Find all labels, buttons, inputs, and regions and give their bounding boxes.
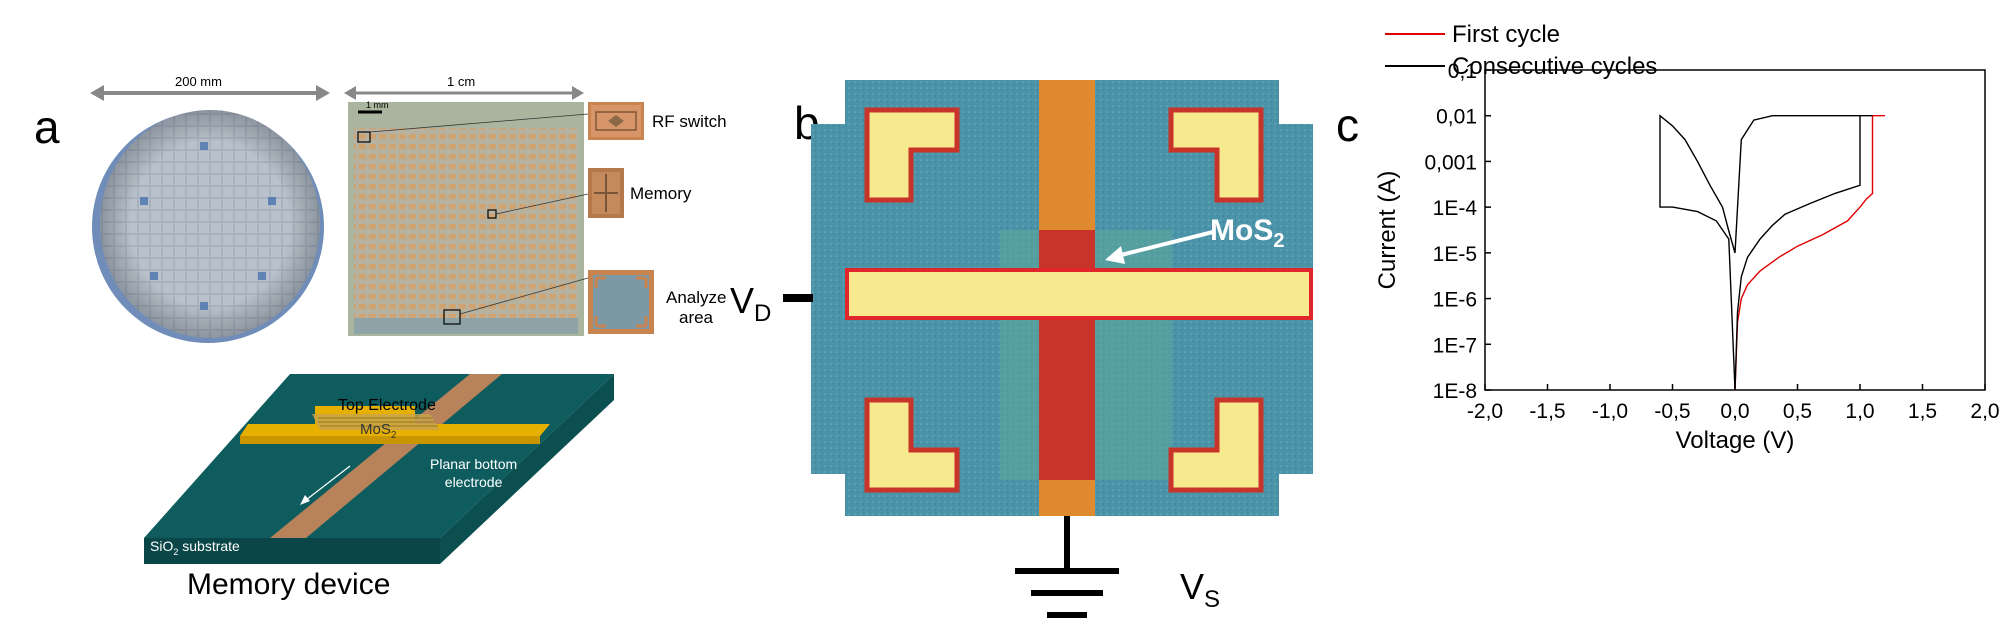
x-tick-label: -1,0 [1592,400,1628,423]
die-dimension-arrow [344,86,584,100]
memory-device-schematic [144,374,614,564]
y-tick-label: 1E-5 [1433,243,1477,266]
inset-label-rf-switch: RF switch [652,112,727,131]
vd-terminal-line [783,294,813,302]
panel-letter-c: c [1336,99,1359,151]
y-tick-label: 1E-7 [1433,334,1477,357]
label-vd: VD [730,280,772,328]
device-micrograph [811,80,1313,618]
y-tick-labels: 1E-8 1E-7 1E-6 1E-5 1E-4 0,001 0,01 0,1 [1424,60,1491,403]
y-tick-label: 0,1 [1448,60,1477,83]
legend-label-1: Consecutive cycles [1452,53,1657,80]
x-axis-label: Voltage (V) [1676,427,1795,454]
rf-switch-inset [588,102,644,140]
x-tick-label: -1,5 [1529,400,1565,423]
y-tick-label: 0,001 [1424,151,1477,174]
x-tick-label: -0,5 [1654,400,1690,423]
x-tick-label: 1,0 [1845,400,1874,423]
panel-letter-a: a [34,101,60,153]
label-top-electrode: Top Electrode [338,397,436,414]
inset-label-analyze-area: Analyze area [666,288,727,327]
y-tick-label: 1E-4 [1433,197,1478,220]
y-axis-label: Current (A) [1374,171,1401,290]
plot-frame [1484,69,1986,391]
series-line-1 [1659,114,1873,391]
inset-label-memory: Memory [630,184,692,203]
x-tick-label: 0,0 [1720,400,1749,423]
die-photo [348,102,584,336]
x-tick-label: 0,5 [1783,400,1812,423]
wafer-dimension-label: 200 mm [175,74,222,89]
label-b-mos2: MoS2 [1210,214,1285,252]
y-tick-label: 1E-6 [1433,289,1477,312]
scale-bar-label: 1 mm [366,100,389,110]
inset-connectors [369,113,589,315]
die-dimension-label: 1 cm [447,74,476,89]
label-substrate: SiO2 substrate [150,538,240,557]
y-tick-label: 1E-8 [1433,380,1477,403]
x-tick-label: 2,0 [1970,400,1999,423]
label-device-mos2: MoS2 [360,421,397,441]
y-tick-label: 0,01 [1436,106,1477,129]
x-tick-label: -2,0 [1467,400,1503,423]
legend-label-0: First cycle [1452,21,1560,48]
wafer-photo [92,110,324,343]
device-caption: Memory device [187,568,391,601]
label-vs: VS [1180,566,1221,614]
series-line-0 [1734,115,1885,391]
series-layer [1659,114,1885,391]
memory-inset [588,168,624,218]
analyze-area-inset [588,270,654,334]
x-tick-labels: -2,0 -1,5 -1,0 -0,5 0,0 0,5 1,0 1,5 2,0 [1467,384,2000,423]
wafer-dimension-arrow [90,85,330,101]
x-tick-label: 1,5 [1908,400,1937,423]
